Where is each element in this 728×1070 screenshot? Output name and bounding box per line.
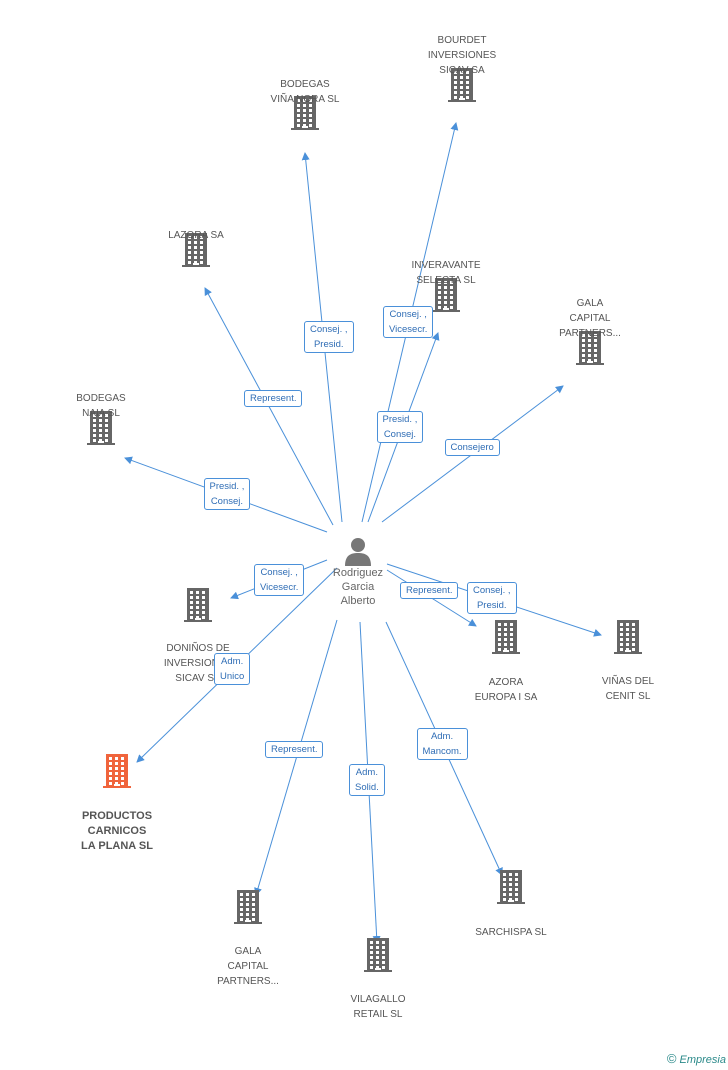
company-label: VIÑAS DEL CENIT SL xyxy=(601,676,655,702)
copyright-symbol: © xyxy=(666,1051,677,1066)
company-label: SARCHISPA SL xyxy=(475,927,547,938)
person-name: Rodriguez Garcia Alberto xyxy=(332,567,384,607)
edge-label-inveravante[interactable]: Presid. , Consej. xyxy=(376,411,424,443)
company-label: VILAGALLO RETAIL SL xyxy=(350,994,406,1020)
building-icon xyxy=(184,588,212,627)
building-icon xyxy=(576,331,604,370)
building-icon xyxy=(291,96,319,135)
edge-label-bourdet[interactable]: Consej. , Vicesecr. xyxy=(383,306,434,338)
footer-brand: © Empresia xyxy=(667,1051,726,1066)
person-icon xyxy=(345,538,371,566)
edge-label-azora[interactable]: Represent. xyxy=(400,581,459,599)
edge-label-productos[interactable]: Adm. Unico xyxy=(214,653,251,685)
edge-lazora xyxy=(204,287,334,526)
brand-logo-text: Empresia xyxy=(679,1054,726,1066)
company-label: BODEGAS VIÑA NORA SL xyxy=(270,79,340,105)
building-icon xyxy=(364,938,392,977)
building-icon xyxy=(497,870,525,909)
edge-label-vilagallo[interactable]: Adm. Solid. xyxy=(349,764,385,796)
company-label: GALA CAPITAL PARTNERS... xyxy=(217,946,279,987)
company-label: BODEGAS NAIA SL xyxy=(76,393,126,419)
building-icon xyxy=(234,890,262,929)
edge-gala_bottom xyxy=(254,619,338,896)
edge-label-doninos[interactable]: Consej. , Vicesecr. xyxy=(254,564,305,596)
edge-label-bodegas_vina_nora[interactable]: Consej. , Presid. xyxy=(304,321,354,353)
building-icon xyxy=(87,411,115,450)
building-icon xyxy=(432,278,460,317)
person-node-center[interactable]: Rodriguez Garcia Alberto xyxy=(318,536,398,608)
company-label: BOURDET INVERSIONES SICAV SA xyxy=(427,35,497,76)
company-label: GALA CAPITAL PARTNERS... xyxy=(559,298,621,339)
building-icon xyxy=(448,68,476,107)
edge-label-gala_bottom[interactable]: Represent. xyxy=(265,740,324,758)
edge-label-bodegas_naia[interactable]: Presid. , Consej. xyxy=(203,478,251,510)
edge-label-sarchispa[interactable]: Adm. Mancom. xyxy=(416,728,468,760)
building-icon xyxy=(182,233,210,272)
company-label: PRODUCTOS CARNICOS LA PLANA SL xyxy=(81,810,153,852)
company-label: AZORA EUROPA I SA xyxy=(474,677,538,703)
edge-label-lazora[interactable]: Represent. xyxy=(244,389,303,407)
edge-label-gala_top[interactable]: Consejero xyxy=(444,438,500,456)
company-label: LAZORA SA xyxy=(168,230,224,241)
company-label: INVERAVANTE SELECTA SL xyxy=(411,260,481,286)
edge-label-vinas_cenit[interactable]: Consej. , Presid. xyxy=(467,582,517,614)
building-icon xyxy=(492,620,520,659)
building-icon xyxy=(103,754,131,793)
building-icon xyxy=(614,620,642,659)
